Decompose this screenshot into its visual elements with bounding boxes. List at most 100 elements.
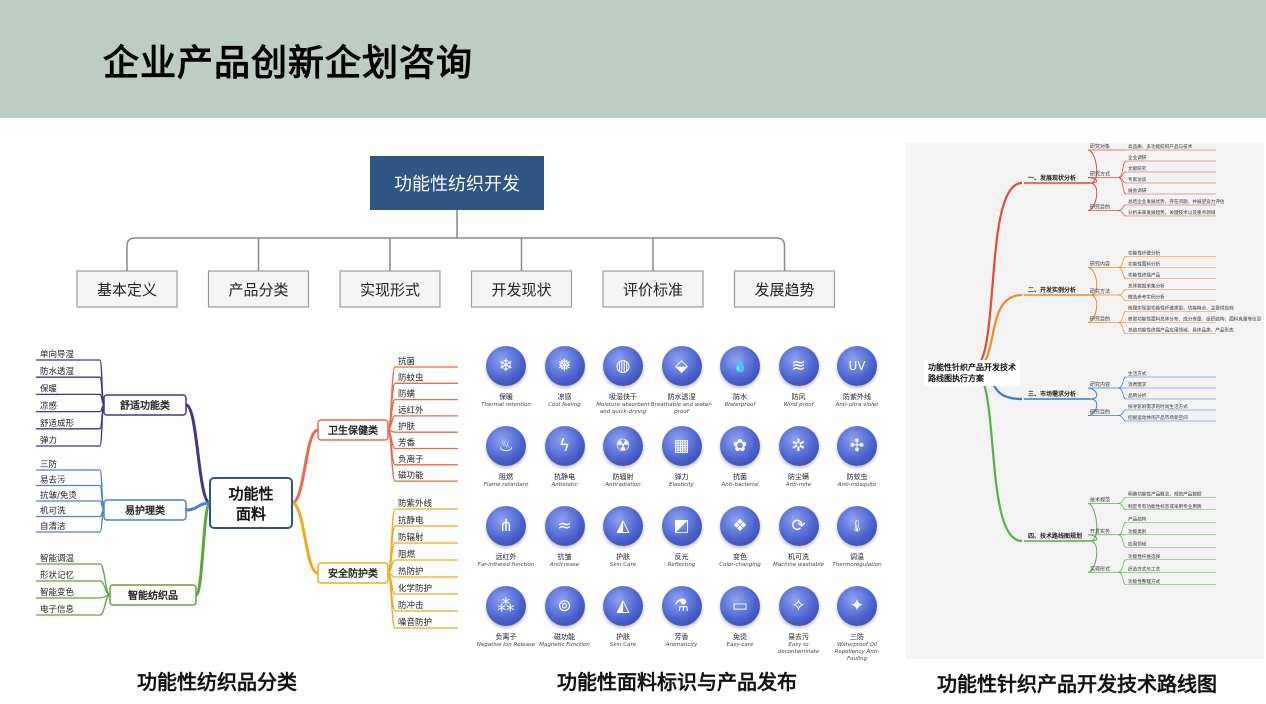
icon-label-cn: 免烫	[733, 633, 747, 641]
icon-label-en: Aromaticity	[665, 642, 698, 648]
rm-item-label: 展会调研	[1128, 187, 1147, 194]
icon-label-cn: 护肤	[616, 553, 630, 561]
rm-item-line	[1117, 521, 1127, 536]
aroma-icon: ⚗	[661, 586, 702, 626]
rm-item-line	[1117, 311, 1127, 323]
ion-icon: ⁂	[486, 586, 526, 626]
mm-leaf-label: 抗皱/免烫	[40, 490, 77, 501]
icon-label-en: Waterproof	[724, 402, 756, 408]
rm-group-line	[1087, 398, 1098, 416]
icon-label-en: Moisture absorbent and quick-drying	[596, 402, 650, 415]
org-child-box	[602, 270, 704, 308]
rm-group-line	[1087, 182, 1098, 211]
mindmap: 单向导湿防水透湿保暖凉感舒适成形弹力舒适功能类三防易去污抗皱/免烫机可洗自清洁易…	[36, 349, 458, 629]
mm-leaf-label: 热防护	[398, 566, 424, 577]
caption-right: 功能性针织产品开发技术路线图	[937, 672, 1217, 696]
org-child-box	[470, 270, 573, 308]
icon-label-cn: 防水透湿	[667, 393, 696, 401]
mm-leaf-label: 机可洗	[40, 506, 66, 517]
rm-item-label: 功能性终端产品	[1128, 272, 1161, 279]
icon-label-cn: 调温	[850, 553, 864, 561]
mm-leaf-line	[387, 508, 396, 574]
rm-item-label: 品牌分析	[1128, 392, 1147, 399]
icon-label-en: Anti-mosquito	[837, 482, 877, 488]
breathable-icon: ⬙	[661, 346, 702, 386]
rm-item-line	[1117, 534, 1127, 548]
rm-group-line	[1087, 387, 1098, 400]
mm-leaf-label: 磁功能	[398, 470, 424, 481]
icon-label-en: Easy-care	[726, 642, 754, 648]
rm-item-label: 获取功能性面料总体分布、成分含量、组织结构、面料克重等信息	[1128, 316, 1262, 323]
icon-label-en: Machine washable	[773, 562, 824, 568]
mm-leaf-label: 防水透湿	[40, 366, 75, 377]
mm-branch-label: 舒适功能类	[120, 399, 170, 412]
icon-label-cn: 三防	[850, 633, 864, 641]
icon-label-cn: 防蚊虫	[846, 473, 868, 481]
rm-section-line	[971, 293, 1023, 371]
rm-item-label: 功能性纤维选择	[1128, 553, 1161, 560]
mm-leaf-label: 智能调温	[40, 553, 75, 564]
rm-item-label: 探寻影响需求的时尚生活方式	[1128, 403, 1188, 410]
mm-branch-line	[185, 403, 211, 505]
rm-item-label: 生活方式	[1128, 370, 1147, 377]
decontaminate-icon: ✧	[778, 586, 819, 626]
mm-branch-box	[317, 562, 389, 584]
rm-item-line	[1117, 204, 1127, 211]
mm-center-line2: 面料	[236, 505, 266, 523]
rm-group-label: 技术规范	[1090, 497, 1110, 504]
icon-label-en: Cool feeling	[548, 402, 581, 408]
org-root-box	[370, 156, 544, 210]
mm-branch-box	[317, 419, 389, 441]
three-proof-icon: ✦	[837, 586, 877, 626]
rm-item-line	[1117, 267, 1127, 279]
org-bus	[126, 237, 786, 271]
rm-item-label: 织造方式与工艺	[1128, 565, 1161, 572]
icon-label-cn: 防紫外线	[843, 393, 871, 401]
mm-leaf-label: 自清洁	[40, 521, 66, 532]
icon-label-en: Breathable and water-proof	[650, 402, 713, 415]
rm-item-line	[1117, 496, 1127, 504]
mm-leaf-label: 防蚊虫	[398, 372, 424, 383]
mm-leaf-label: 远红外	[398, 405, 424, 416]
rm-group-label: 研究内容	[1090, 381, 1110, 388]
mm-leaf-label: 三防	[40, 459, 58, 470]
org-child-box	[339, 270, 441, 308]
rm-group-label: 研究方法	[1090, 288, 1110, 295]
icon-label-en: Skin Care	[609, 642, 637, 648]
rm-item-label: 专家访谈	[1128, 176, 1147, 183]
rm-item-line	[1117, 376, 1127, 389]
rm-section-line	[971, 367, 1023, 543]
rm-group-line	[1087, 294, 1098, 323]
icon-label-en: Thermal retention	[481, 402, 531, 408]
icon-label-en: Easy to decontaminate	[777, 642, 820, 655]
magnet-icon: ⊚	[544, 586, 585, 626]
icon-label-cn: 阻燃	[499, 473, 513, 481]
rm-group-label: 研究方式	[1090, 171, 1110, 178]
icon-label-cn: 防风	[791, 393, 806, 401]
mm-branch-label: 易护理类	[125, 504, 165, 517]
mm-leaf-label: 电子信息	[40, 604, 75, 615]
rm-item-label: 总体数据采集分析	[1128, 283, 1165, 290]
caption-middle: 功能性面料标识与产品发布	[557, 670, 797, 694]
org-child-box	[76, 270, 178, 308]
rm-item-label: 高品质、多功能纺织产品与技术	[1128, 143, 1193, 150]
mm-branch-label: 安全防护类	[328, 567, 378, 580]
mm-leaf-label: 凉感	[40, 401, 58, 412]
mm-leaf-line	[99, 594, 111, 616]
mm-leaf-label: 芳香	[398, 438, 416, 449]
drop-dry-icon: ◍	[603, 346, 643, 386]
skin-care-icon: ◭	[603, 506, 643, 546]
